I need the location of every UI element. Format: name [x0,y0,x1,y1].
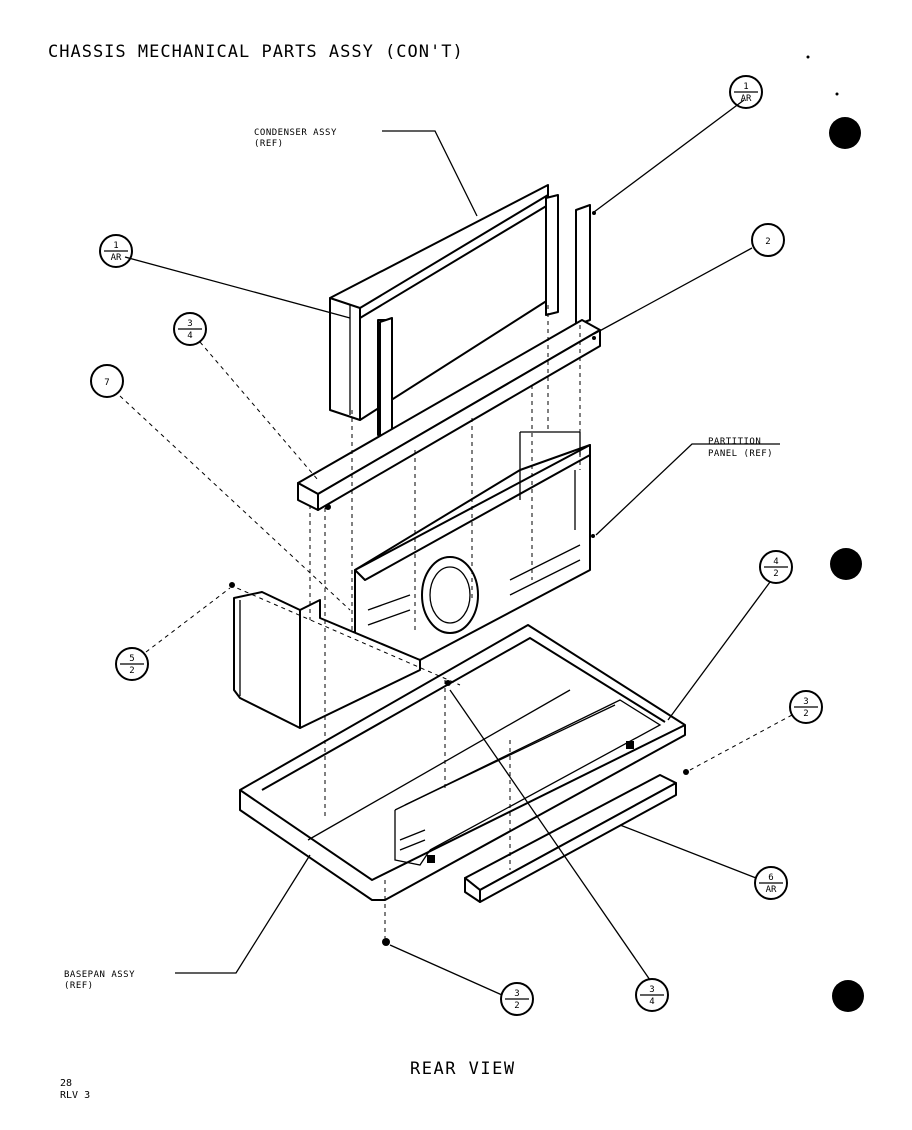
speck [835,92,839,96]
callout-11: 3 4 [635,978,669,1012]
svg-text:AR: AR [766,885,777,895]
svg-text:2: 2 [129,666,134,676]
view-label: REAR VIEW [410,1059,516,1079]
condenser-assembly [329,184,591,441]
binder-hole-middle [830,548,862,580]
svg-text:1: 1 [743,82,748,92]
partition-panel [354,431,591,661]
binder-hole-top [829,117,861,149]
svg-text:3: 3 [187,319,192,329]
svg-text:6: 6 [768,873,773,883]
revision-label: RLV 3 [60,1090,90,1101]
svg-text:2: 2 [514,1001,519,1011]
svg-text:5: 5 [129,654,134,664]
svg-text:1: 1 [113,241,118,251]
leader-lines [119,99,793,996]
alignment-lines [229,305,581,938]
partition-label: PARTITION [708,437,761,447]
svg-text:7: 7 [104,378,109,388]
svg-text:AR: AR [111,253,122,263]
callout-7: 5 2 [115,647,149,681]
callout-3: 2 [751,223,785,257]
basepan-label: BASEPAN ASSY [64,970,135,980]
callout-10: 3 2 [500,982,534,1016]
svg-text:4: 4 [187,331,192,341]
condenser-ref: (REF) [254,139,284,149]
basepan-assembly [239,624,686,901]
svg-text:4: 4 [773,557,778,567]
binder-hole-bottom [832,980,864,1012]
svg-text:3: 3 [803,697,808,707]
callout-9: 6 AR [754,866,788,900]
svg-text:4: 4 [649,997,654,1007]
bottom-rail [464,774,677,903]
side-bracket [233,591,421,729]
condenser-label: CONDENSER ASSY [254,128,337,138]
top-rail [297,319,601,511]
svg-text:AR: AR [741,94,752,104]
callout-2: 1 AR [99,234,133,268]
callout-6: 4 2 [759,550,793,584]
callout-8: 3 2 [789,690,823,724]
page-number: 28 [60,1078,72,1089]
callout-1: 1 AR [729,75,763,109]
svg-text:2: 2 [803,709,808,719]
speck [806,55,810,59]
page-title: CHASSIS MECHANICAL PARTS ASSY (CON'T) [48,42,464,62]
basepan-ref: (REF) [64,981,94,991]
svg-text:2: 2 [773,569,778,579]
callout-4: 3 4 [173,312,207,346]
callout-5: 7 [90,364,124,398]
svg-text:3: 3 [514,989,519,999]
svg-text:3: 3 [649,985,654,995]
fasteners [229,211,689,946]
svg-text:2: 2 [765,237,770,247]
partition-ref: PANEL (REF) [708,449,773,459]
